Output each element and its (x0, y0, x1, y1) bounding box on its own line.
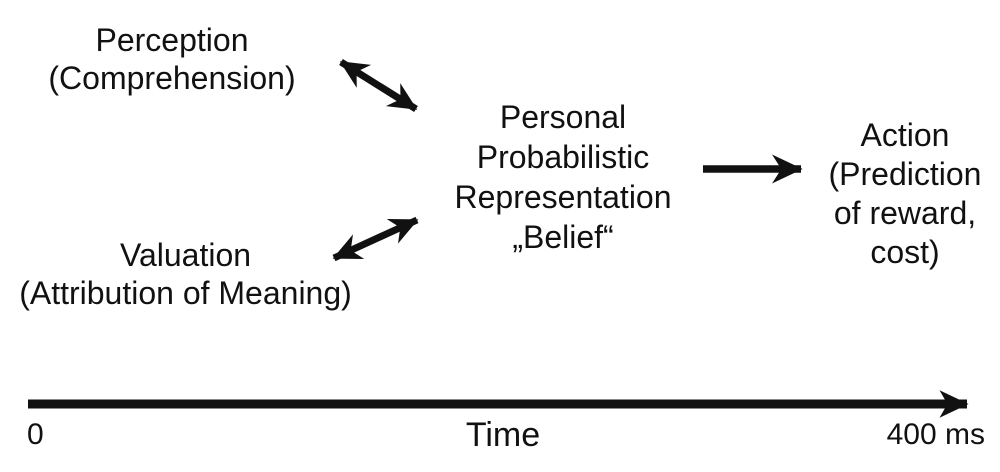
action-line: cost) (870, 234, 940, 270)
valuation-line: Valuation (119, 237, 252, 273)
belief-line: Personal (499, 99, 627, 135)
perception-line: (Comprehension) (48, 60, 296, 96)
belief-line: Probabilistic (476, 139, 650, 175)
valuation-node: Valuation (Attribution of Meaning) (3, 236, 368, 312)
perception-node: Perception (Comprehension) (12, 21, 332, 97)
perception-line: Perception (95, 22, 249, 58)
action-node: Action (Prediction of reward, cost) (820, 116, 990, 272)
perception-belief-arrow (339, 59, 418, 112)
valuation-belief-arrow (332, 216, 419, 262)
belief-node: Personal Probabilistic Representation „B… (438, 97, 688, 257)
time-axis-end-label: 400 ms (886, 418, 985, 451)
time-axis-title: Time (465, 416, 541, 454)
action-line: Action (860, 117, 950, 153)
valuation-line: (Attribution of Meaning) (19, 275, 352, 311)
action-line: of reward, (833, 195, 977, 231)
belief-line: „Belief“ (512, 219, 614, 255)
time-axis-origin-label: 0 (27, 418, 44, 451)
action-line: (Prediction (828, 156, 982, 192)
belief-line: Representation (454, 179, 672, 215)
